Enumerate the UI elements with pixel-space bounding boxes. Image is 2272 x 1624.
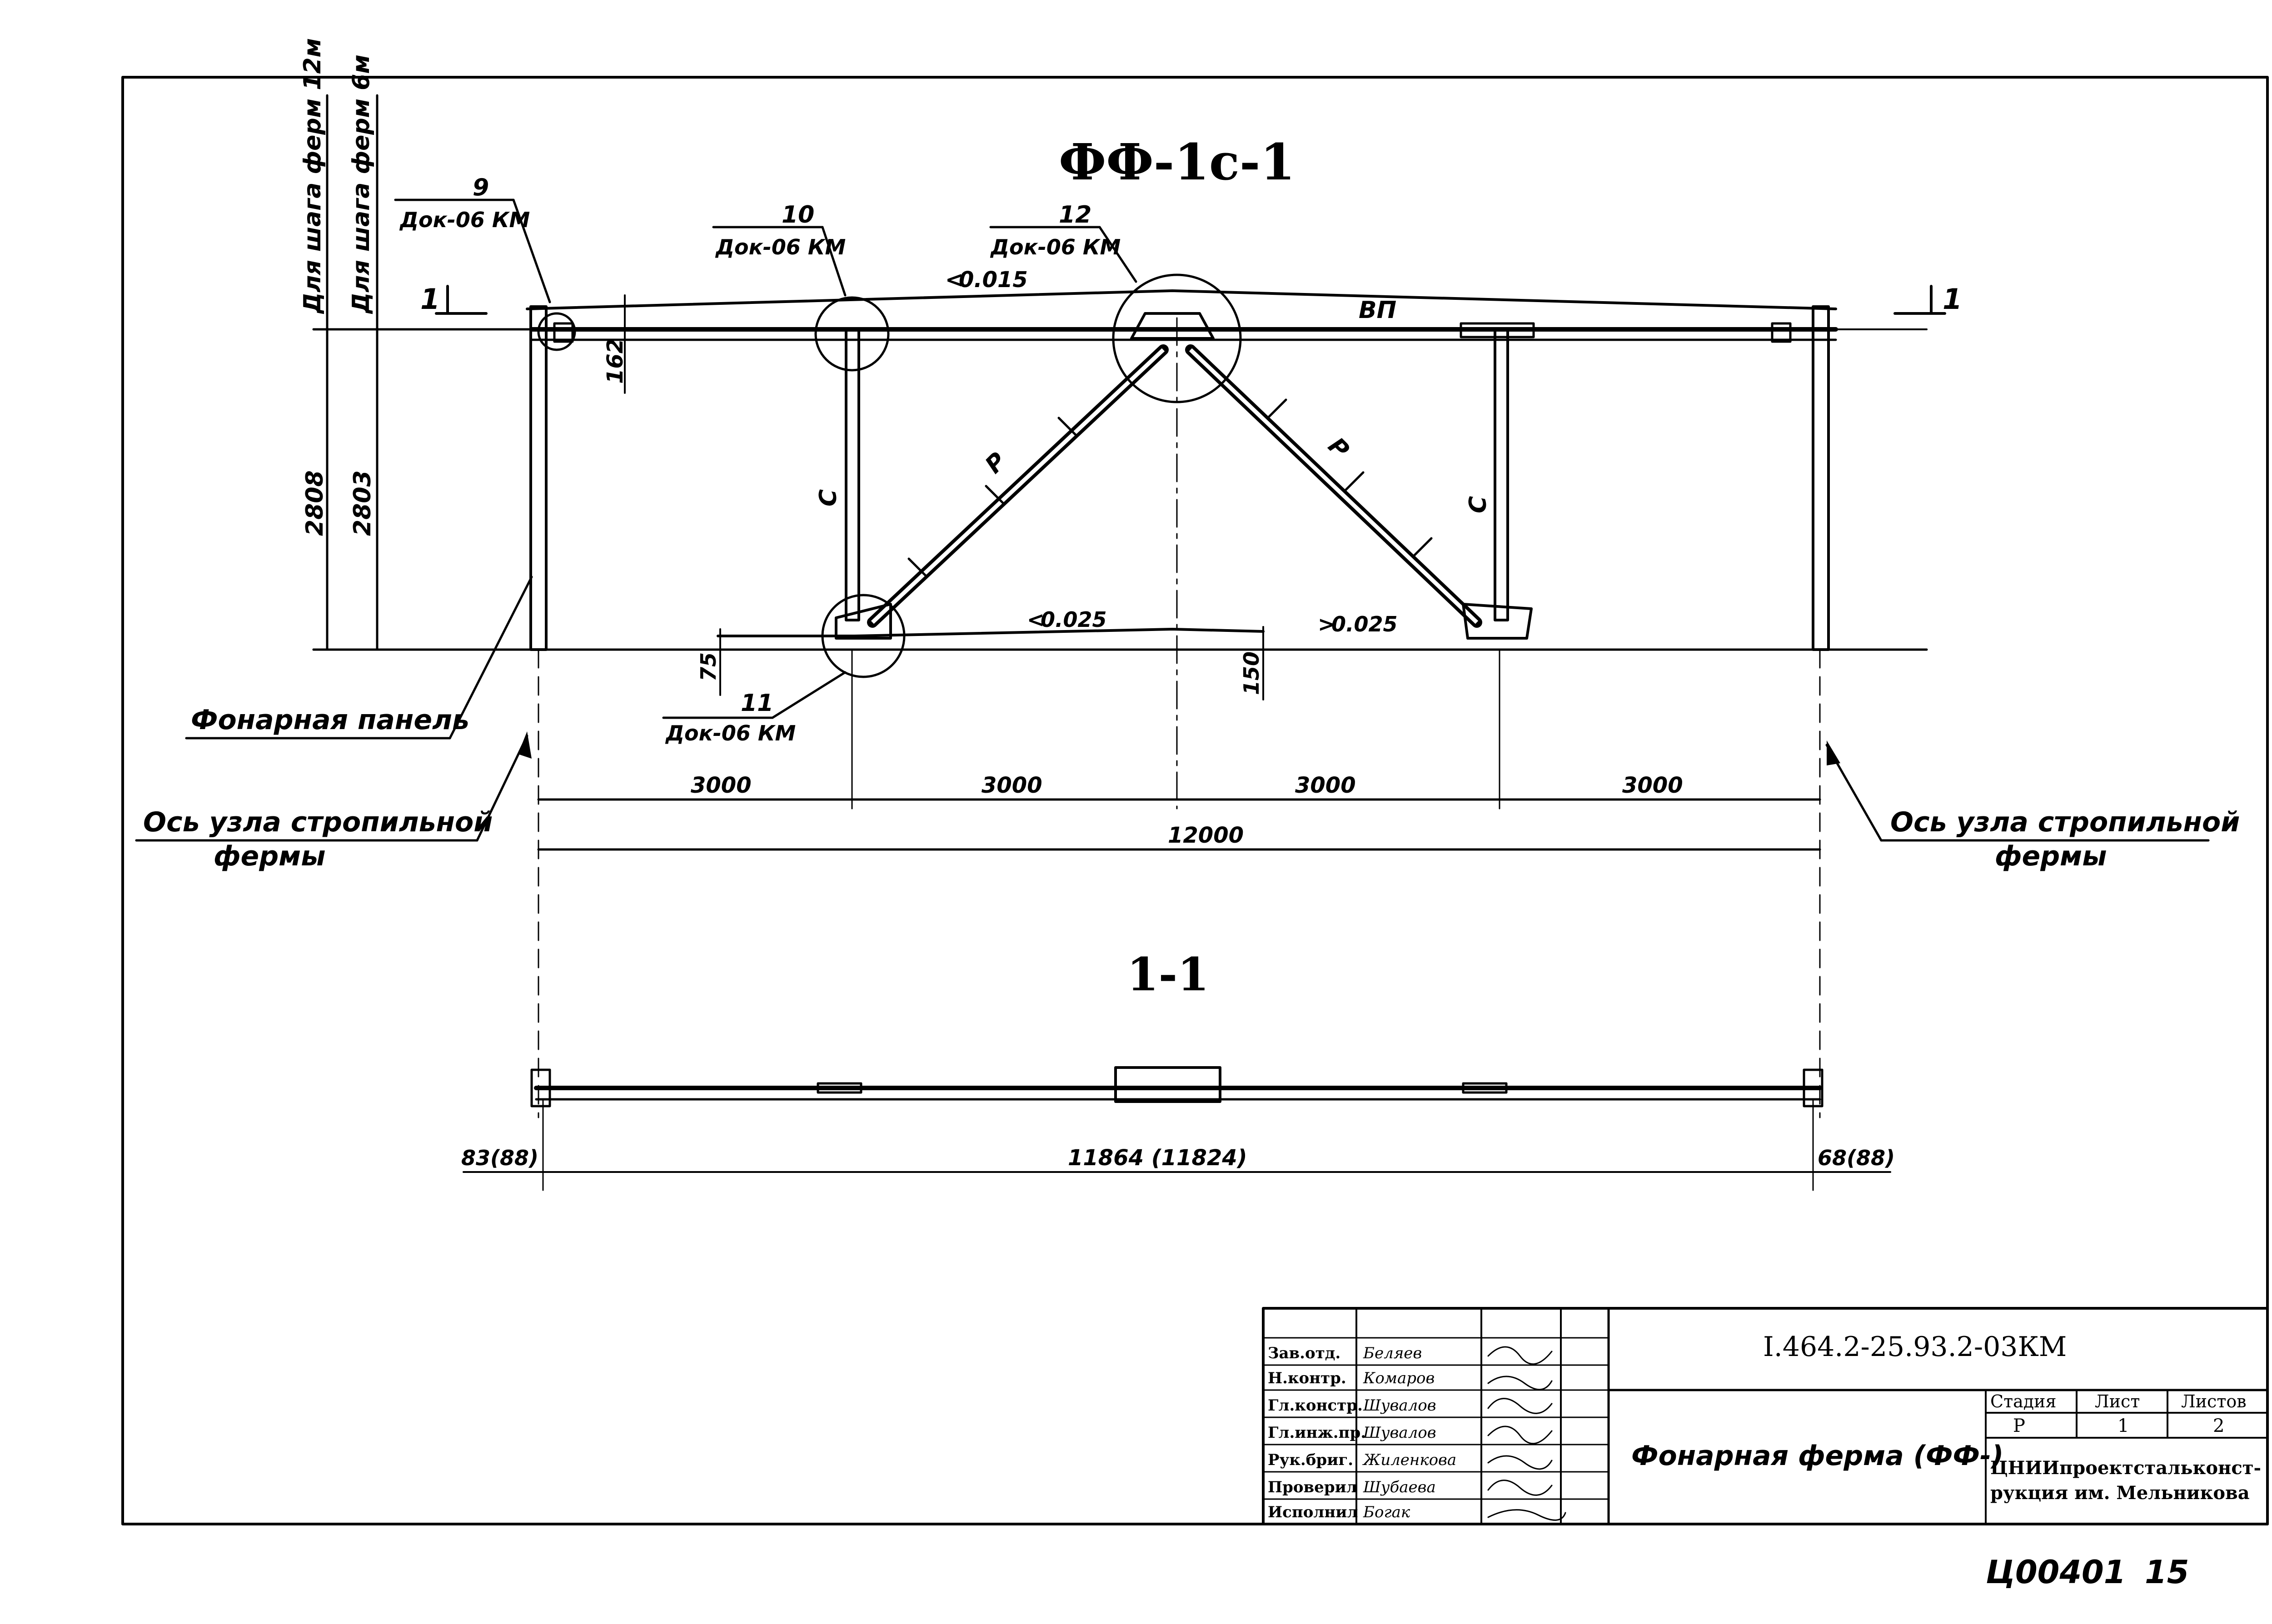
- dim-150: 150: [1239, 651, 1264, 695]
- svg-text:>: >: [1318, 612, 1335, 636]
- svg-text:Шувалов: Шувалов: [1363, 1396, 1436, 1415]
- stage-header: Стадия: [1990, 1391, 2056, 1411]
- dim-panel-4: 3000: [1622, 773, 1683, 798]
- role-column: Зав.отд. Н.контр. Гл.констр. Гл.инж.пр. …: [1268, 1344, 1366, 1521]
- svg-text:Исполнил: Исполнил: [1268, 1503, 1358, 1521]
- svg-text:<: <: [945, 267, 963, 293]
- label-brace-right: Р: [1323, 432, 1354, 464]
- callout-12: 12 Док-06 КМ: [989, 201, 1137, 283]
- label-truss-spacing-12m: Для шага ферм 12м: [299, 38, 326, 314]
- label-top-chord: ВП: [1359, 297, 1396, 324]
- dim-panel-2: 3000: [982, 773, 1042, 798]
- svg-text:Док-06 КМ: Док-06 КМ: [715, 235, 846, 259]
- svg-text:Шувалов: Шувалов: [1363, 1424, 1436, 1442]
- svg-text:Гл.констр.: Гл.констр.: [1268, 1396, 1363, 1415]
- height-dimensions: Для шага ферм 12м Для шага ферм 6м 2808 …: [299, 38, 542, 651]
- svg-text:10: 10: [782, 201, 814, 228]
- dim-sec-left: 83(88): [461, 1146, 538, 1170]
- svg-text:фермы: фермы: [1995, 840, 2107, 872]
- doc-name: Фонарная ферма (ФФ-): [1631, 1440, 2003, 1472]
- strut-right: [1494, 328, 1509, 621]
- svg-text:Жиленкова: Жиленкова: [1362, 1451, 1456, 1469]
- truss-elevation: 162 75 150 ВП С С Р Р < 0.015 < 0.025 > …: [312, 267, 1928, 810]
- node-circle-9: [537, 312, 576, 351]
- end-post-left: [529, 305, 548, 651]
- label-brace-left: Р: [980, 447, 1011, 479]
- archive-number: Ц00401: [1986, 1554, 2126, 1591]
- dim-162: 162: [603, 338, 628, 384]
- dim-height-12m: 2808: [301, 470, 329, 536]
- node-circle-10: [814, 296, 890, 372]
- label-strut-right: С: [1465, 496, 1492, 513]
- section-title: 1-1: [1127, 948, 1209, 1001]
- svg-text:Проверил: Проверил: [1268, 1478, 1357, 1496]
- drawing-title: ФФ-1с-1: [1059, 133, 1295, 191]
- svg-text:Ось узла стропильной: Ось узла стропильной: [143, 806, 493, 838]
- svg-text:11: 11: [741, 690, 773, 717]
- callout-9: 9 Док-06 КМ: [394, 174, 551, 303]
- sheet-frame: [121, 76, 2269, 1525]
- svg-text:9: 9: [473, 174, 489, 201]
- dim-span: 12000: [1168, 823, 1244, 848]
- strut-left: [845, 328, 860, 621]
- sheet-header: Лист: [2095, 1391, 2140, 1411]
- label-strut-left: С: [815, 489, 842, 507]
- svg-text:фермы: фермы: [214, 840, 325, 872]
- dim-panel-3: 3000: [1295, 773, 1356, 798]
- section-1-1: 83(88) 11864 (11824) 68(88): [461, 1066, 1895, 1191]
- dim-sec-right: 68(88): [1818, 1146, 1895, 1170]
- sheets-header: Листов: [2181, 1391, 2247, 1411]
- svg-text:1: 1: [1943, 283, 1962, 316]
- dim-75: 75: [696, 652, 721, 681]
- svg-text:Ось узла стропильной: Ось узла стропильной: [1890, 806, 2240, 838]
- slope-bottom-left: < 0.025: [1027, 607, 1107, 632]
- svg-text:<: <: [1027, 607, 1045, 632]
- page-number: 15: [2145, 1554, 2189, 1591]
- name-column: Беляев Комаров Шувалов Шувалов Жиленкова…: [1362, 1344, 1456, 1521]
- svg-text:Богак: Богак: [1363, 1503, 1410, 1521]
- callout-10: 10 Док-06 КМ: [712, 201, 847, 297]
- org-line-1: ЦНИИпроектстальконст-: [1990, 1457, 2261, 1479]
- end-post-right: [1812, 305, 1830, 651]
- note-axis-left: Ось узла стропильной фермы: [135, 731, 532, 872]
- svg-text:Комаров: Комаров: [1363, 1369, 1435, 1387]
- svg-text:0.025: 0.025: [1041, 607, 1107, 632]
- section-marker-right: 1: [1893, 283, 1962, 316]
- label-truss-spacing-6m: Для шага ферм 6м: [348, 55, 375, 314]
- svg-text:Фонарная панель: Фонарная панель: [191, 704, 469, 736]
- signature-marks: [1487, 1346, 1566, 1521]
- svg-text:Гл.инж.пр.: Гл.инж.пр.: [1268, 1424, 1366, 1442]
- section-marker-left: 1: [420, 283, 488, 316]
- slope-bottom-right: > 0.025: [1318, 612, 1398, 636]
- svg-text:1: 1: [420, 283, 440, 316]
- node-circle-11: [821, 594, 906, 678]
- svg-text:0.015: 0.015: [959, 267, 1028, 293]
- org-line-2: рукция им. Мельникова: [1990, 1482, 2250, 1504]
- svg-text:Зав.отд.: Зав.отд.: [1268, 1344, 1340, 1362]
- callout-11: 11 Док-06 КМ: [662, 671, 847, 745]
- title-block: I.464.2-25.93.2-03КМ Фонарная ферма (ФФ-…: [1262, 1307, 2269, 1525]
- stage-value: Р: [2013, 1415, 2025, 1436]
- sheet-value: 1: [2118, 1415, 2129, 1436]
- svg-text:Н.контр.: Н.контр.: [1268, 1369, 1346, 1387]
- svg-text:Док-06 КМ: Док-06 КМ: [665, 721, 796, 745]
- note-lantern-panel: Фонарная панель: [185, 576, 533, 740]
- svg-text:Док-06 КМ: Док-06 КМ: [399, 208, 530, 232]
- slope-top: < 0.015: [945, 267, 1028, 293]
- doc-code: I.464.2-25.93.2-03КМ: [1763, 1331, 2067, 1363]
- svg-text:12: 12: [1059, 201, 1091, 228]
- horizontal-dimensions: 3000 3000 3000 3000 12000: [537, 649, 1821, 1118]
- svg-text:Беляев: Беляев: [1363, 1344, 1422, 1362]
- dim-panel-1: 3000: [691, 773, 752, 798]
- dim-sec-mid: 11864 (11824): [1068, 1145, 1247, 1171]
- note-axis-right: Ось узла стропильной фермы: [1825, 740, 2240, 872]
- sheets-value: 2: [2213, 1415, 2224, 1436]
- svg-text:Рук.бриг.: Рук.бриг.: [1268, 1451, 1353, 1469]
- svg-text:Док-06 КМ: Док-06 КМ: [990, 235, 1121, 259]
- dim-height-6m: 2803: [349, 470, 376, 536]
- svg-text:0.025: 0.025: [1331, 612, 1398, 636]
- svg-text:Шубаева: Шубаева: [1363, 1478, 1436, 1496]
